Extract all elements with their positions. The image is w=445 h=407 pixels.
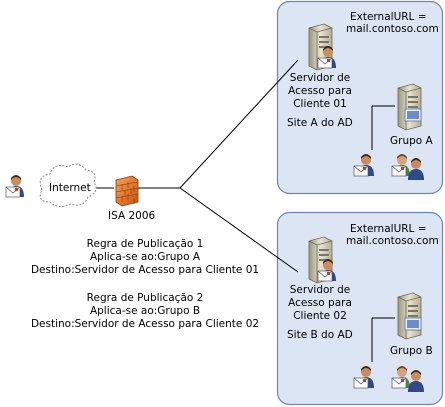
site-b-server-line1: Servidor de [289,284,351,296]
site-a-server-label: Servidor de Acesso para Cliente 01 [282,72,358,111]
publishing-rule-2: Regra de Publicação 2 Aplica-se ao:Grupo… [0,292,290,331]
site-b-ad-server-icon [397,292,422,340]
rule-1-destination: Destino:Servidor de Acesso para Cliente … [30,264,260,276]
site-a-url-line1: ExternalURL = [350,11,427,23]
rule-2-destination: Destino:Servidor de Acesso para Cliente … [30,318,260,330]
firewall-icon [115,175,139,207]
rule-2-applies: Aplica-se ao:Grupo B [89,305,201,317]
site-b-url-line2: mail.contoso.com [346,235,439,247]
internet-cloud-icon [39,163,97,208]
link-to-site-b [179,187,299,273]
site-a-server-icon [308,23,336,71]
rule-1-title: Regra de Publicação 1 [86,238,204,250]
site-a-group: Grupo A [390,135,433,147]
site-a-server-line1: Servidor de [289,72,351,84]
remote-user-icon [5,175,24,198]
site-a-server-line3: Cliente 01 [293,98,347,110]
site-b-server-line2: Acesso para [288,297,352,309]
link-to-site-a [179,59,299,189]
site-b-server-icon [308,236,336,284]
site-b-url-line1: ExternalURL = [350,223,427,235]
site-b-server-label: Servidor de Acesso para Cliente 02 [282,284,358,323]
site-b-server-line3: Cliente 02 [293,310,347,322]
site-b-group: Grupo B [390,345,433,357]
publishing-rule-1: Regra de Publicação 1 Aplica-se ao:Grupo… [0,238,290,277]
site-b-name: Site B do AD [287,329,353,341]
site-a-ad-server-icon [397,83,422,131]
site-a-name: Site A do AD [287,117,353,129]
isa-label: ISA 2006 [108,210,156,222]
site-a-server-line2: Acesso para [288,85,352,97]
rule-1-applies: Aplica-se ao:Grupo A [89,251,201,263]
site-a-url-line2: mail.contoso.com [346,23,439,35]
internet-label: Internet [49,182,91,194]
rule-2-title: Regra de Publicação 2 [86,292,204,304]
